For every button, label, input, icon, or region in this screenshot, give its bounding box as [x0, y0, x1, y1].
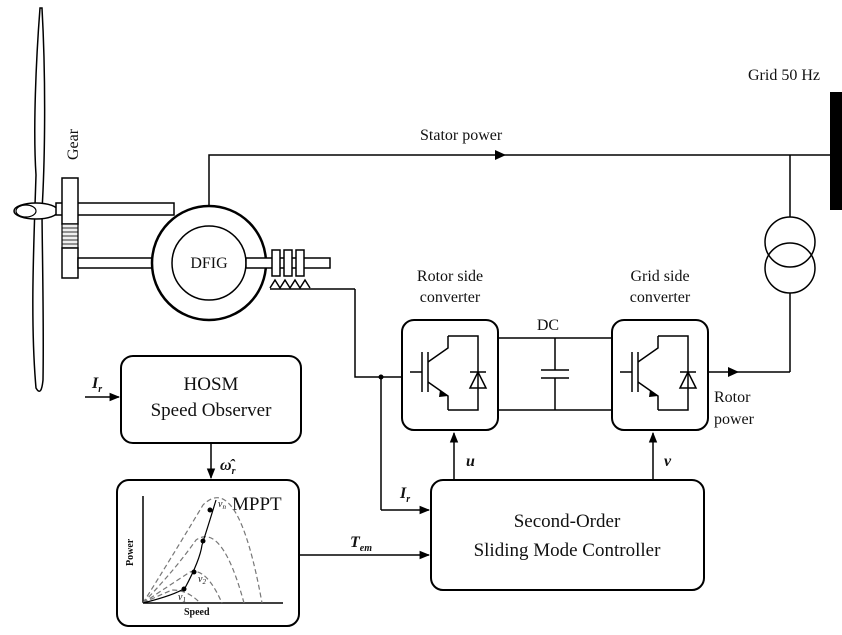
rotor-power-label-1: Rotor	[714, 389, 751, 406]
brushes	[269, 278, 311, 290]
omega-label: ω̂r	[220, 457, 236, 477]
turbine-blade	[13, 7, 59, 392]
rotor-power-label-2: power	[714, 411, 755, 428]
rotor-power-line: Rotor power	[708, 367, 790, 428]
slip-rings	[271, 249, 305, 277]
mppt-curve-label-v1: v1	[178, 592, 186, 604]
tem-label: Tem	[350, 534, 372, 554]
rotor-side-converter: Rotor side converter	[401, 268, 499, 431]
controller-label-1: Second-Order	[514, 511, 621, 532]
mppt-label: MPPT	[232, 494, 282, 515]
mppt-curve-label-vn: vn	[218, 499, 226, 511]
gsc-label-1: Grid side	[630, 268, 689, 285]
rotor-current-wiring: Ir	[354, 289, 431, 515]
mppt-xlabel: Speed	[184, 607, 210, 618]
stator-power-line: Stator power	[208, 127, 830, 206]
mppt-curve-label-v2: v2	[198, 574, 206, 586]
tem-signal: Tem	[299, 534, 431, 560]
mppt-block: MPPT Speed Power vn v2 v1	[116, 479, 300, 627]
grid-label: Grid 50 Hz	[748, 67, 820, 84]
gear-label: Gear	[65, 128, 82, 160]
mppt-ylabel: Power	[125, 538, 136, 566]
mppt-curve-v2	[142, 570, 223, 604]
gsc-label-2: converter	[630, 289, 691, 306]
controller-label-2: Sliding Mode Controller	[474, 540, 662, 561]
dfig-generator: DFIG	[150, 204, 355, 322]
mppt-optimal-curve	[142, 499, 217, 604]
gearbox: Gear	[55, 128, 175, 279]
rsc-label-1: Rotor side	[417, 268, 483, 285]
low-speed-shaft	[55, 202, 175, 216]
grid-side-converter: Grid side converter	[611, 268, 709, 431]
grid-bus	[830, 92, 842, 210]
hosm-label-1: HOSM	[184, 374, 239, 395]
transformer	[764, 155, 816, 372]
dfig-label: DFIG	[190, 255, 228, 272]
stator-power-label: Stator power	[420, 127, 503, 144]
dc-label: DC	[537, 317, 559, 334]
v-label: v	[664, 453, 672, 470]
mppt-curve-v3	[142, 536, 245, 604]
hosm-label-2: Speed Observer	[151, 400, 272, 421]
grid: Grid 50 Hz	[748, 67, 842, 210]
sliding-mode-controller: Second-Order Sliding Mode Controller u v	[430, 431, 705, 591]
dc-link: DC	[498, 317, 612, 411]
u-label: u	[466, 453, 475, 470]
rsc-label-2: converter	[420, 289, 481, 306]
ir-input-label: Ir	[91, 375, 102, 395]
ir-ctrl-label: Ir	[399, 485, 410, 505]
mppt-curve-vn	[142, 497, 263, 604]
mppt-curve-v1	[142, 589, 201, 604]
hosm-speed-observer: HOSM Speed Observer Ir ω̂r	[85, 355, 302, 480]
